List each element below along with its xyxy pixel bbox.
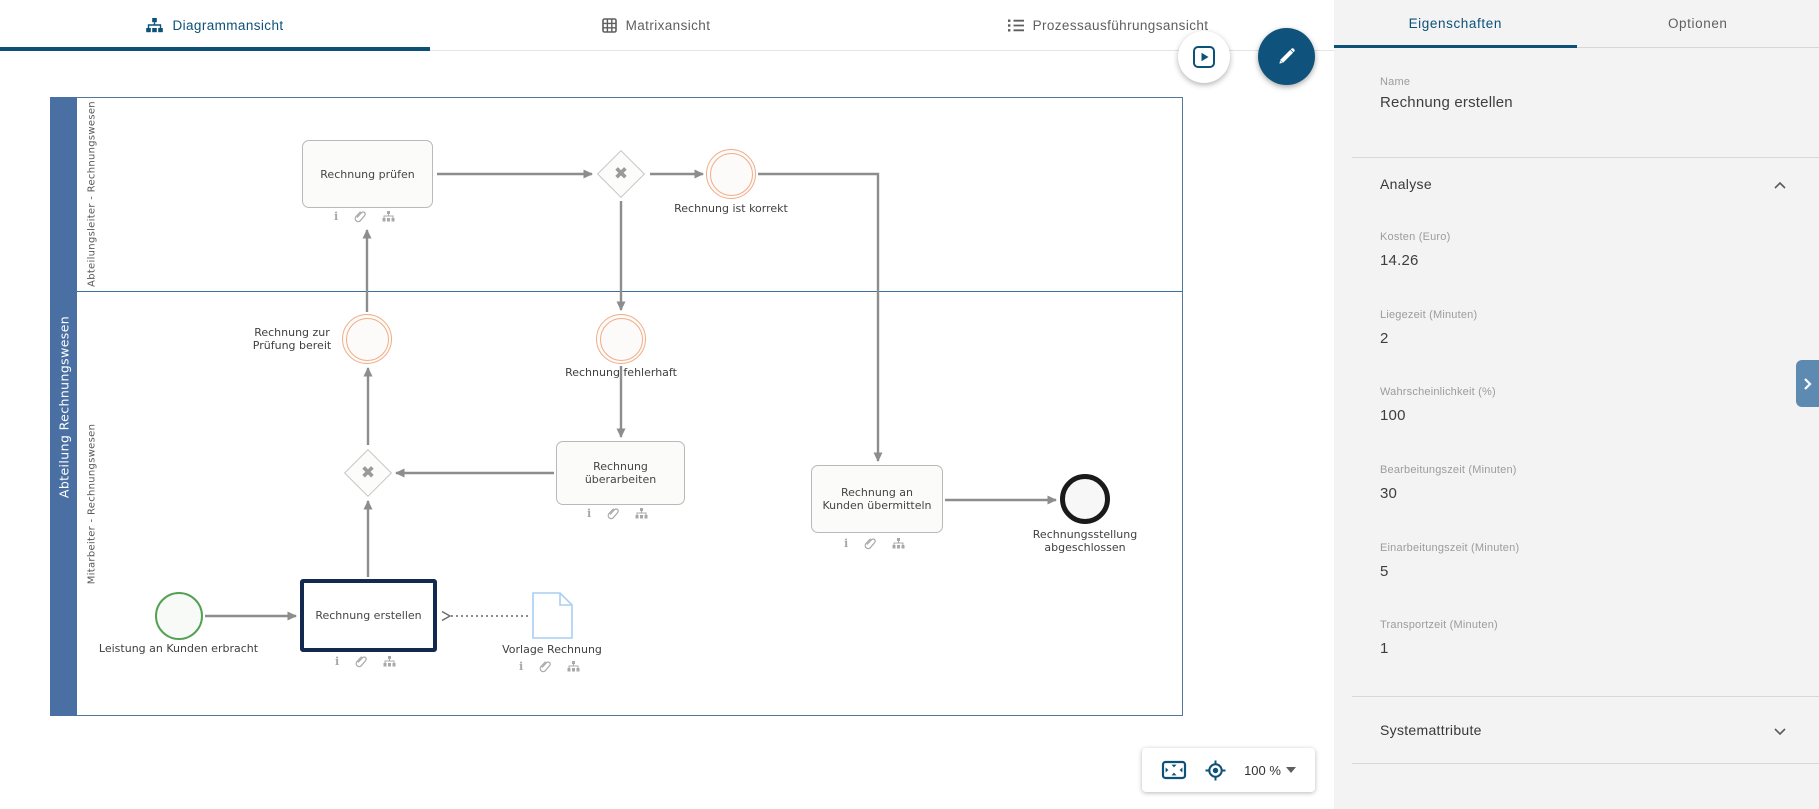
data-object-vorlage-rechnung[interactable] bbox=[532, 592, 573, 639]
field-value[interactable]: 100 bbox=[1380, 407, 1406, 424]
tab-diagrammansicht[interactable]: Diagrammansicht bbox=[0, 0, 430, 51]
start-event-leistung-erbracht[interactable] bbox=[155, 592, 203, 640]
data-object-label: Vorlage Rechnung bbox=[502, 643, 602, 656]
end-event-rechnungsstellung-abgeschlossen[interactable] bbox=[1060, 474, 1110, 524]
event-label: Rechnungsstellung abgeschlossen bbox=[1032, 528, 1138, 554]
zoom-level-dropdown[interactable]: 100 % bbox=[1244, 763, 1296, 778]
divider bbox=[1352, 157, 1819, 158]
pool-header[interactable]: Abteilung Rechnungswesen bbox=[50, 97, 77, 716]
view-tabbar: Diagrammansicht Matrixansicht Prozessaus… bbox=[0, 0, 1334, 51]
field-label: Bearbeitungszeit (Minuten) bbox=[1380, 464, 1517, 476]
chevron-right-icon bbox=[1804, 377, 1812, 390]
badges-rechnung-uebermitteln[interactable]: i bbox=[844, 537, 905, 550]
tab-optionen[interactable]: Optionen bbox=[1667, 16, 1728, 31]
attachment-icon[interactable] bbox=[607, 507, 619, 520]
name-field-value[interactable]: Rechnung erstellen bbox=[1380, 94, 1513, 111]
tab-prozessausfuehrungsansicht[interactable]: Prozessausführungsansicht bbox=[882, 0, 1334, 50]
attachment-icon[interactable] bbox=[355, 655, 367, 668]
event-rechnung-zur-pruefung-bereit[interactable] bbox=[342, 314, 392, 364]
task-rechnung-erstellen[interactable]: Rechnung erstellen bbox=[300, 579, 437, 652]
tab-label: Diagrammansicht bbox=[172, 17, 284, 33]
info-icon[interactable]: i bbox=[519, 660, 524, 673]
list-icon bbox=[1007, 19, 1024, 31]
badges-vorlage-rechnung[interactable]: i bbox=[519, 660, 580, 673]
center-viewport-icon[interactable] bbox=[1204, 759, 1227, 782]
canvas-controls: 100 % bbox=[1142, 748, 1315, 792]
task-rechnung-an-kunden-uebermitteln[interactable]: Rechnung an Kunden übermitteln bbox=[811, 465, 943, 533]
event-rechnung-ist-korrekt[interactable] bbox=[706, 149, 756, 199]
hierarchy-icon[interactable] bbox=[382, 211, 395, 222]
info-icon[interactable]: i bbox=[587, 507, 592, 520]
simulate-button[interactable] bbox=[1178, 31, 1230, 83]
pencil-icon bbox=[1279, 48, 1295, 64]
event-label: Rechnung ist korrekt bbox=[674, 202, 788, 215]
badges-rechnung-pruefen[interactable]: i bbox=[334, 210, 395, 223]
field-label: Transportzeit (Minuten) bbox=[1380, 619, 1498, 631]
tab-eigenschaften[interactable]: Eigenschaften bbox=[1334, 0, 1577, 48]
hierarchy-icon[interactable] bbox=[892, 538, 905, 549]
chevron-down-icon[interactable] bbox=[1773, 726, 1787, 737]
hierarchy-icon[interactable] bbox=[567, 661, 580, 672]
tab-matrixansicht[interactable]: Matrixansicht bbox=[430, 0, 882, 50]
attachment-icon[interactable] bbox=[539, 660, 551, 673]
properties-panel: Eigenschaften Optionen Name Rechnung ers… bbox=[1334, 0, 1819, 809]
edit-button[interactable] bbox=[1258, 28, 1315, 85]
tab-label: Matrixansicht bbox=[625, 17, 711, 33]
bpmn-pool[interactable]: Abteilung Rechnungswesen Abteilungsleite… bbox=[50, 97, 1183, 716]
hierarchy-icon[interactable] bbox=[635, 508, 648, 519]
sequence-flows bbox=[205, 169, 1057, 622]
badges-rechnung-erstellen[interactable]: i bbox=[335, 655, 396, 668]
task-rechnung-ueberarbeiten[interactable]: Rechnung überarbeiten bbox=[556, 441, 685, 505]
field-value[interactable]: 14.26 bbox=[1380, 252, 1419, 269]
event-label: Rechnung zur Prüfung bereit bbox=[252, 326, 332, 352]
chevron-up-icon[interactable] bbox=[1773, 180, 1787, 191]
event-label: Leistung an Kunden erbracht bbox=[98, 642, 259, 655]
field-value[interactable]: 30 bbox=[1380, 485, 1398, 502]
hierarchy-icon[interactable] bbox=[383, 656, 396, 667]
field-label: Liegezeit (Minuten) bbox=[1380, 309, 1478, 321]
fit-to-view-icon[interactable] bbox=[1161, 760, 1187, 780]
field-value[interactable]: 2 bbox=[1380, 330, 1389, 347]
systemattribute-section-header[interactable]: Systemattribute bbox=[1380, 722, 1482, 738]
grid-icon bbox=[601, 17, 617, 33]
divider bbox=[1352, 696, 1819, 697]
name-field-label: Name bbox=[1380, 76, 1411, 88]
zoom-level-value: 100 % bbox=[1244, 762, 1281, 778]
info-icon[interactable]: i bbox=[334, 210, 339, 223]
field-label: Wahrscheinlichkeit (%) bbox=[1380, 386, 1496, 398]
info-icon[interactable]: i bbox=[335, 655, 340, 668]
info-icon[interactable]: i bbox=[844, 537, 849, 550]
task-rechnung-pruefen[interactable]: Rechnung prüfen bbox=[302, 140, 433, 208]
sitemap-icon bbox=[146, 17, 164, 32]
field-value[interactable]: 5 bbox=[1380, 563, 1389, 580]
tab-label: Prozessausführungsansicht bbox=[1032, 17, 1209, 33]
field-label: Einarbeitungszeit (Minuten) bbox=[1380, 542, 1520, 554]
diagram-canvas: Diagrammansicht Matrixansicht Prozessaus… bbox=[0, 0, 1334, 792]
caret-down-icon bbox=[1285, 767, 1296, 773]
divider bbox=[1352, 763, 1819, 764]
field-value[interactable]: 1 bbox=[1380, 640, 1389, 657]
attachment-icon[interactable] bbox=[354, 210, 366, 223]
field-label: Kosten (Euro) bbox=[1380, 231, 1451, 243]
play-icon bbox=[1193, 46, 1215, 68]
badges-rechnung-ueberarbeiten[interactable]: i bbox=[587, 507, 648, 520]
analyse-section-header[interactable]: Analyse bbox=[1380, 176, 1432, 192]
lane-divider bbox=[77, 291, 1182, 292]
attachment-icon[interactable] bbox=[864, 537, 876, 550]
panel-expander[interactable] bbox=[1796, 360, 1819, 407]
event-rechnung-fehlerhaft[interactable] bbox=[596, 314, 646, 364]
panel-tabbar: Eigenschaften Optionen bbox=[1334, 0, 1819, 48]
